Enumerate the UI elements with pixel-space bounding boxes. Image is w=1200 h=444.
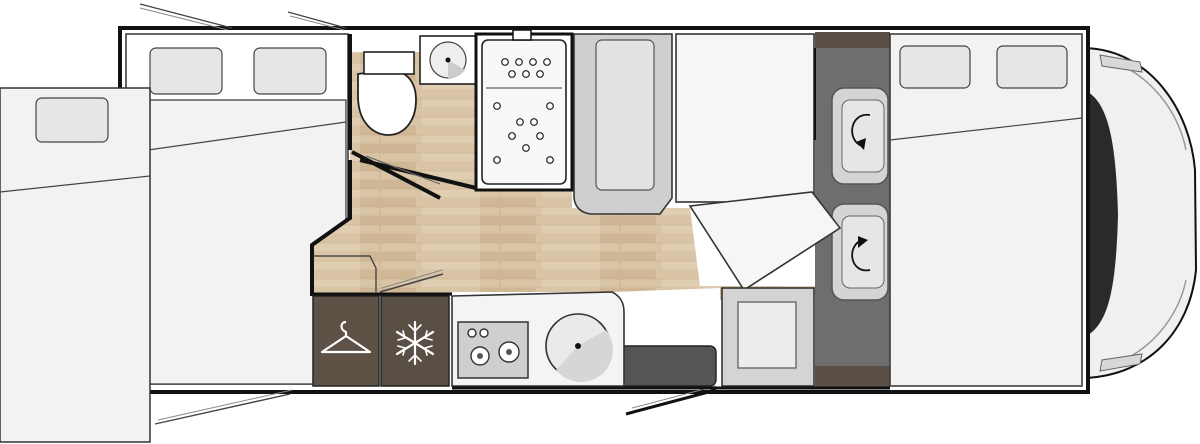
bathroom-wall (310, 34, 352, 296)
rear-door-line-bottom-2 (157, 389, 293, 421)
wood-floor (312, 52, 815, 300)
shower-drain-holes (493, 58, 554, 164)
drain-hole (546, 102, 554, 110)
drain-hole (522, 144, 530, 152)
rear-door-line-top-3 (287, 11, 347, 29)
rear-door-line-top-2 (139, 7, 229, 31)
bathroom-door-2 (365, 155, 441, 185)
drain-hole (536, 132, 544, 140)
rear-bed-pillow-1 (149, 47, 223, 95)
washbasin-drain (445, 57, 451, 63)
front-bed-pillow-2 (996, 45, 1068, 89)
drain-hole (493, 102, 501, 110)
wardrobe[interactable] (312, 295, 380, 387)
cab-seat-right[interactable] (831, 203, 889, 301)
cab-seat-left-cushion (841, 99, 885, 173)
snowflake-tip (397, 324, 433, 362)
wardrobe-cabinet (312, 295, 380, 387)
entry-door-line-2 (631, 385, 717, 409)
front-bed-fold (889, 117, 1083, 141)
washbasin-highlight (448, 60, 465, 79)
drain-hole (529, 58, 537, 66)
cab-seat-left[interactable] (831, 87, 889, 185)
rear-bed (0, 33, 349, 443)
stove-burner-center-r (506, 349, 512, 355)
rear-bed-pillow-2 (253, 47, 327, 95)
dinette-table-top (675, 33, 815, 203)
front-bed-mattress (889, 33, 1083, 387)
dinette-table-extension (688, 191, 842, 292)
counter-divider-line (379, 273, 444, 293)
shower (474, 29, 574, 192)
front-bed (889, 33, 1083, 387)
stove-burner-center-l (477, 353, 483, 359)
drain-hole (546, 156, 554, 164)
cab-floor-band-top (815, 32, 890, 48)
bathroom (310, 34, 477, 296)
front-bed-pillow-1 (899, 45, 971, 89)
toilet-tank (363, 51, 415, 75)
drain-hole (493, 156, 501, 164)
bathroom-door[interactable] (351, 150, 477, 200)
snowflake-icon (395, 320, 435, 366)
shower-mixer (512, 29, 532, 41)
rear-bed-upper-fold (147, 121, 347, 151)
stove-burner-small (467, 328, 477, 338)
drain-hole (508, 70, 516, 78)
drain-hole (515, 58, 523, 66)
sink-drain (575, 343, 581, 349)
entry-door[interactable] (625, 385, 717, 416)
dinette-bench[interactable] (573, 33, 673, 215)
drain-hole (543, 58, 551, 66)
windshield (1084, 92, 1118, 335)
rear-door-line-bottom (154, 393, 291, 425)
step-near-wardrobe (313, 255, 377, 292)
snowflake-arm (395, 330, 435, 356)
dinette-bench-cushion (595, 39, 655, 191)
hanger-icon (320, 320, 372, 354)
sink-highlight (556, 330, 614, 383)
toilet-icon[interactable] (357, 69, 417, 136)
rear-bed-lower-mattress (0, 87, 151, 443)
kitchen (451, 291, 625, 387)
drain-hole (501, 58, 509, 66)
drain-hole (530, 118, 538, 126)
stove-burner-small-2 (479, 328, 489, 338)
drain-hole (516, 118, 524, 126)
swivel-arrow-head (856, 138, 866, 150)
cab-body (1084, 46, 1198, 380)
counter-divider-line-2 (381, 269, 443, 289)
drain-hole (522, 70, 530, 78)
cab-seat-right-cushion (841, 215, 885, 289)
dinette-table[interactable] (675, 33, 842, 292)
rear-bed-lower-fold (0, 175, 151, 193)
entry-step[interactable] (619, 345, 717, 387)
drain-hole (536, 70, 544, 78)
mirror-bottom (1099, 353, 1143, 372)
fridge[interactable] (380, 295, 450, 387)
rear-door-line-top-4 (289, 15, 345, 31)
cab-bench-seat[interactable] (721, 287, 815, 387)
cab-bench-seat-cushion (737, 301, 797, 369)
mirror-top (1099, 54, 1143, 73)
swivel-arrow-head (858, 236, 868, 248)
drain-hole (508, 132, 516, 140)
rear-door-line-top (139, 3, 233, 29)
entry-door-line (625, 388, 717, 416)
rear-bed-lower-pillow (35, 97, 109, 143)
rear-doors[interactable] (139, 3, 347, 425)
cab-floor-band-bottom (815, 366, 890, 388)
